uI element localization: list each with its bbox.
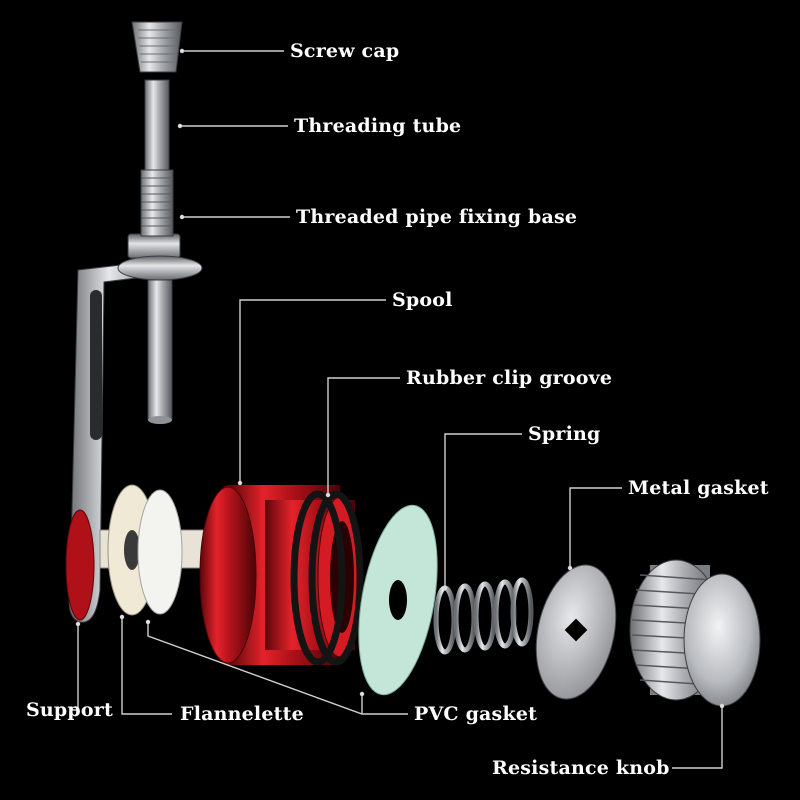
- label-spring: Spring: [528, 423, 601, 445]
- label-pvc-gasket: PVC gasket: [414, 703, 538, 725]
- label-threaded-pipe-fixing-base: Threaded pipe fixing base: [296, 206, 578, 228]
- resistance-knob: [629, 559, 761, 707]
- leader-resistance-knob: [672, 706, 723, 769]
- leader-flannelette: [121, 617, 172, 715]
- leader-rubber-clip-groove: [327, 377, 400, 495]
- label-spool: Spool: [392, 289, 453, 311]
- pvc-gasket: [358, 504, 438, 696]
- leader-spool: [239, 299, 386, 483]
- threading-tube: [140, 79, 174, 237]
- label-support: Support: [26, 699, 113, 721]
- leader-support: [70, 624, 79, 711]
- leader-lines: [70, 50, 723, 769]
- leader-spring: [444, 433, 522, 588]
- label-threading-tube: Threading tube: [294, 115, 462, 137]
- label-screw-cap: Screw cap: [290, 40, 400, 62]
- leader-dots: [75, 48, 725, 709]
- label-rubber-clip-groove: Rubber clip groove: [406, 367, 613, 389]
- rubber-o-rings: [290, 490, 364, 666]
- metal-gasket: [535, 564, 617, 700]
- support-bracket: [65, 257, 185, 623]
- screw-cap: [131, 21, 183, 73]
- label-resistance-knob: Resistance knob: [492, 757, 670, 779]
- label-flannelette: Flannelette: [180, 703, 304, 725]
- fixing-base-nut: [117, 233, 203, 424]
- white-washer: [137, 489, 183, 615]
- leader-metal-gasket: [569, 487, 622, 568]
- spring: [433, 577, 534, 655]
- leader-pvc-gasket-a: [147, 622, 408, 715]
- label-metal-gasket: Metal gasket: [628, 477, 769, 499]
